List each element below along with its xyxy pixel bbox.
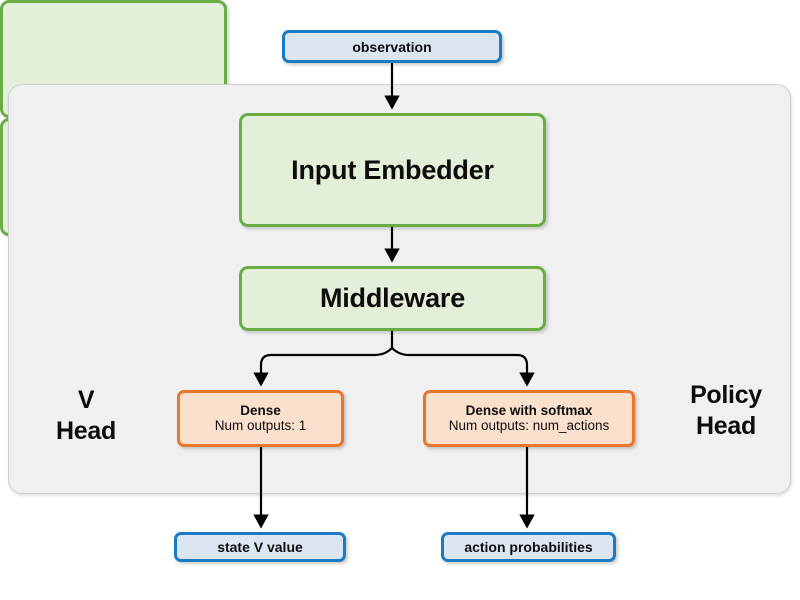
v-head-label-line2: Head <box>56 416 116 445</box>
policy-head-dense-detail: Num outputs: num_actions <box>448 418 610 434</box>
v-head-dense-layer[interactable]: Dense Num outputs: 1 <box>177 390 344 447</box>
policy-head-label-line2: Head <box>696 411 756 440</box>
policy-head-label: Policy Head <box>662 380 790 441</box>
v-head-dense-title: Dense <box>240 402 281 418</box>
state-v-value-node[interactable]: state V value <box>174 532 346 562</box>
action-probabilities-node[interactable]: action probabilities <box>441 532 616 562</box>
action-probabilities-label: action probabilities <box>464 539 593 555</box>
policy-head-label-line1: Policy <box>690 381 762 409</box>
v-head-label-line1: V <box>77 386 95 414</box>
middleware-node[interactable]: Middleware <box>239 266 546 331</box>
input-embedder-node[interactable]: Input Embedder <box>239 113 546 227</box>
policy-head-dense-title: Dense with softmax <box>465 402 593 418</box>
v-head-label: V Head <box>26 385 146 446</box>
v-head-dense-detail: Num outputs: 1 <box>214 418 307 434</box>
observation-node[interactable]: observation <box>282 30 502 63</box>
policy-head-dense-softmax-layer[interactable]: Dense with softmax Num outputs: num_acti… <box>423 390 635 447</box>
observation-label: observation <box>352 38 432 55</box>
input-embedder-label: Input Embedder <box>291 154 494 185</box>
state-v-value-label: state V value <box>217 539 303 555</box>
middleware-label: Middleware <box>319 283 466 313</box>
